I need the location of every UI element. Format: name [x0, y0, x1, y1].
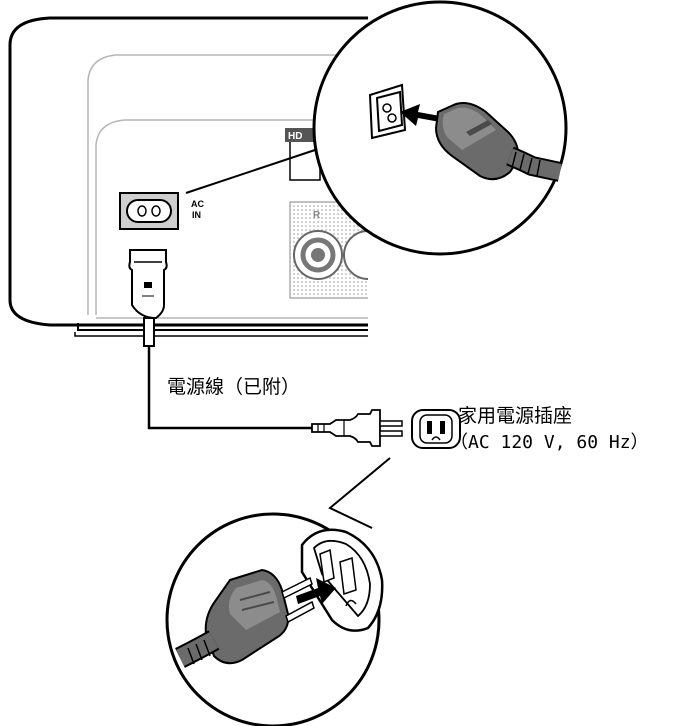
outlet-spec-label: （AC 120 V, 60 Hz） — [450, 432, 649, 453]
inlet-cord-plug — [128, 249, 168, 320]
svg-text:HD: HD — [288, 131, 302, 142]
ac-inlet-icon — [119, 192, 179, 230]
audio-terminal-area: R — [289, 201, 368, 299]
zoom-outlet-detail — [165, 512, 384, 726]
power-cord-label: 電源線（已附） — [167, 376, 301, 398]
leader-line-top — [185, 149, 316, 194]
household-outlet-label: 家用電源插座 — [458, 405, 573, 427]
ac-in-label-top: AC — [191, 199, 204, 209]
power-cord — [143, 317, 312, 430]
ac-in-label-bottom: IN — [192, 210, 201, 220]
insert-arrow-icon — [296, 578, 336, 604]
device-rear-panel: HD R AC IN — [8, 16, 368, 337]
power-plug-icon — [434, 102, 563, 182]
rca-jack-icon — [293, 230, 368, 280]
wall-outlet-icon — [300, 528, 384, 632]
power-plug-icon — [175, 568, 315, 668]
zoom-inlet-detail — [312, 0, 568, 256]
leader-line-bottom — [328, 457, 391, 529]
svg-text:R: R — [313, 210, 321, 221]
power-plug-icon — [311, 409, 403, 447]
wall-outlet-icon — [411, 409, 461, 449]
insert-arrow-icon — [400, 104, 440, 126]
ac-inlet-icon — [368, 83, 407, 140]
